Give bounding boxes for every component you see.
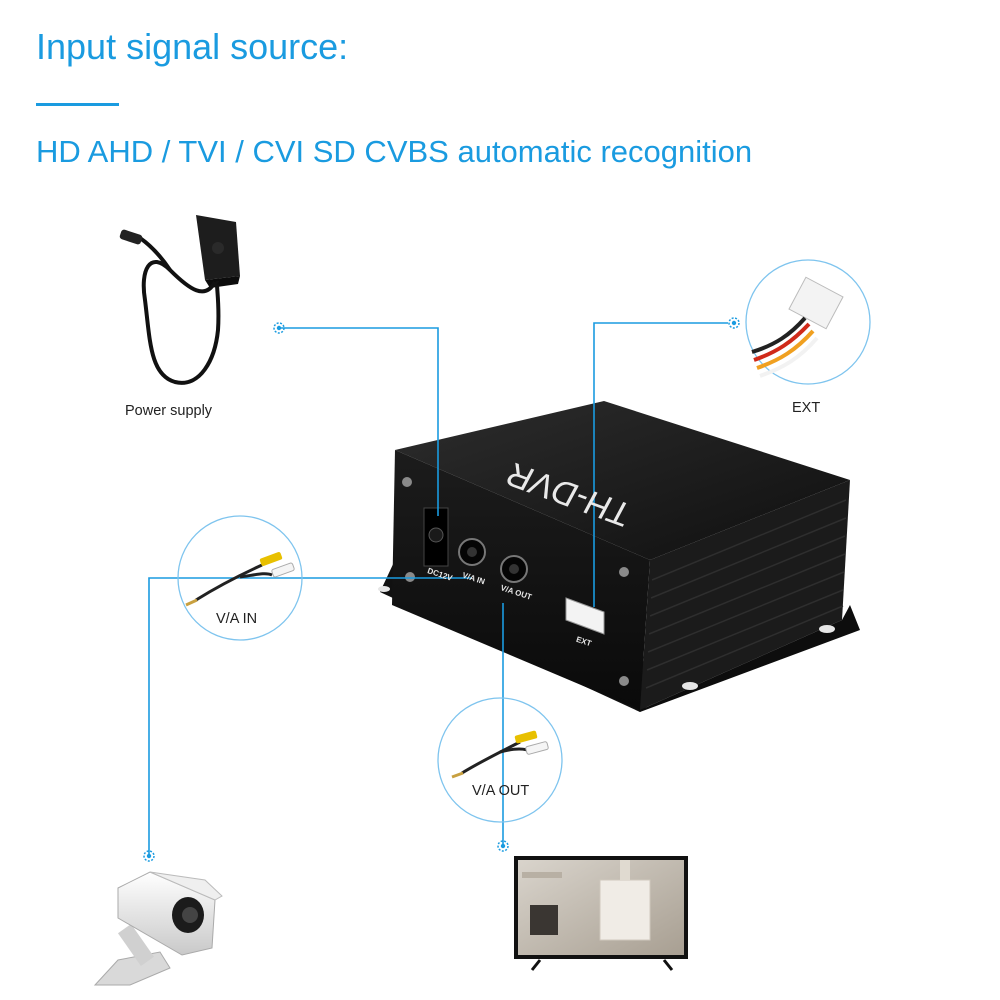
page-subtitle: HD AHD / TVI / CVI SD CVBS automatic rec… (36, 134, 753, 169)
dvr-device (378, 401, 860, 712)
va-out-cable-image (437, 697, 563, 823)
power-supply-caption: Power supply (125, 403, 213, 419)
connector-dot-icon (143, 850, 155, 862)
va-in-caption: V/A IN (216, 611, 258, 627)
power-adapter-image (119, 215, 240, 385)
security-camera-image (93, 871, 223, 986)
va-in-cable-image (177, 515, 303, 641)
page-title: Input signal source: (36, 26, 349, 67)
connector-dot-icon (273, 322, 285, 334)
connection-lines (148, 322, 728, 856)
title-underline (36, 103, 119, 106)
monitor-image (514, 856, 688, 971)
ext-connector-image (745, 259, 871, 385)
connector-dot-icon (497, 840, 509, 852)
va-out-caption: V/A OUT (472, 783, 530, 799)
ext-caption: EXT (792, 400, 821, 416)
connector-dot-icon (728, 317, 740, 329)
